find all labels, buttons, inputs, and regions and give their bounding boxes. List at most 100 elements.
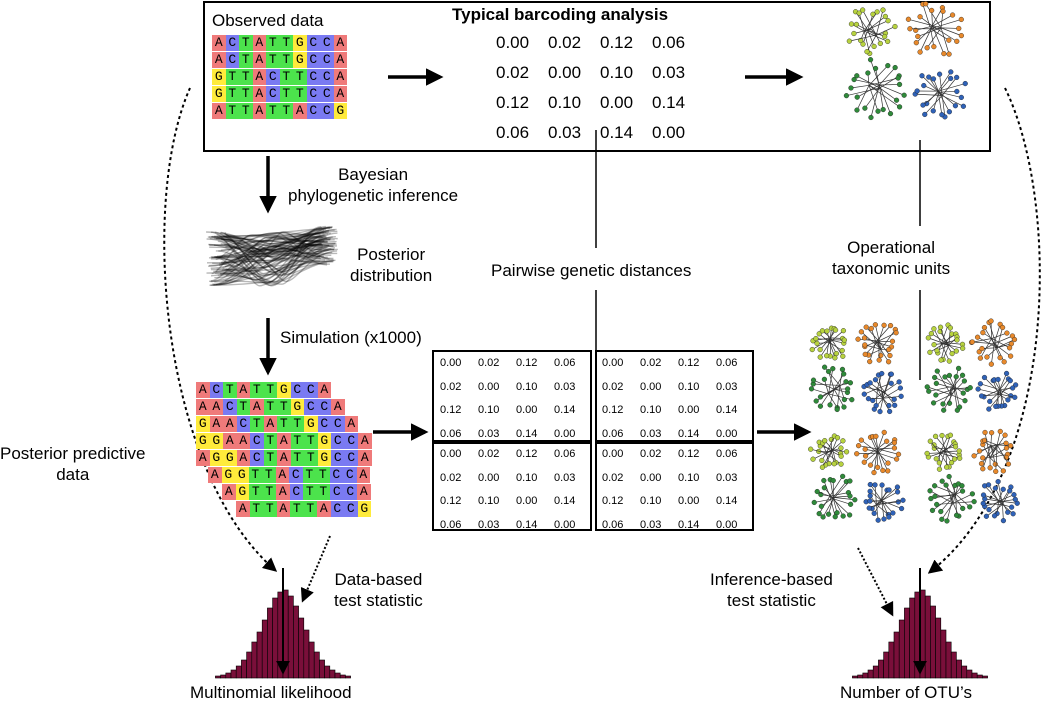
cloud-tree-line [216,234,337,247]
nucleotide-T: T [263,501,277,517]
hist-left-bar [308,641,315,679]
tree-leaf [816,331,822,337]
nucleotide-C: C [289,467,303,483]
tree-leaf [867,462,874,468]
nucleotide-T: T [290,416,304,432]
tree-leaf [898,505,905,512]
tree-leaf [821,477,827,484]
matrix-cell: 0.03 [548,123,582,142]
tree-branch [940,327,946,343]
hist-left-bar [230,669,237,679]
tree-leaf [979,345,985,352]
tree-leaf [947,432,954,438]
tree-branch [825,435,835,454]
cloud-tree-line [218,253,325,266]
nucleotide-A: A [222,484,236,500]
tree-leaf [882,13,888,20]
tree-branch [820,388,835,398]
tree-branch [829,389,835,405]
nucleotide-T: T [293,86,307,102]
tree-leaf [817,403,824,409]
matrix-cell: 0.12 [516,448,538,460]
nucleotide-T: T [250,416,264,432]
tree-leaf [872,65,879,72]
cloud-tree-line [208,228,337,267]
otu-top-blue-tree [912,69,968,120]
tree-leaf [832,355,838,361]
tree-leaf [813,398,819,404]
nucleotide-A: A [333,86,347,102]
tree-branch [928,337,949,346]
nucleotide-T: T [279,69,293,85]
tree-branch [978,388,999,395]
nucleotide-G: G [212,69,226,85]
tree-branch [996,444,1009,465]
otu-sim-1-blue-tree [861,370,904,415]
tree-leaf [813,335,819,342]
matrix-cell: 0.03 [478,427,500,440]
tree-leaf [1005,397,1011,403]
tree-branch [916,28,931,43]
tree-leaf [845,386,851,392]
nucleotide-C: C [266,69,280,85]
cloud-tree-line [213,236,336,273]
tree-branch [825,449,834,466]
tree-leaf [830,477,836,484]
cloud-tree-line [217,236,333,277]
otu-sim-1-orange-tree [855,322,899,365]
cloud-tree-line [210,231,338,287]
tree-leaf [927,438,933,444]
matrix-cell: 0.10 [478,404,500,416]
cloud-tree-line [210,229,330,264]
tree-branch [863,31,871,54]
tree-leaf [867,358,873,365]
tree-leaf [875,464,881,470]
tree-leaf [943,464,950,470]
tree-leaf [982,429,988,436]
tree-leaf [852,497,858,503]
otu-sim-3-yellowgreen-tree [808,433,850,470]
nucleotide-A: A [333,69,347,85]
tree-branch [823,480,831,497]
tree-leaf [884,438,890,444]
tree-leaf [997,355,1003,361]
matrix-cell: 0.02 [548,33,582,52]
nucleotide-A: A [357,484,371,500]
nucleotide-A: A [333,52,347,68]
tree-leaf [985,482,992,488]
nucleotide-C: C [306,52,320,68]
cloud-tree-line [212,238,331,286]
matrix-cell: 0.06 [440,427,462,440]
tree-leaf [830,366,836,372]
nucleotide-C: C [304,382,318,398]
tree-leaf [960,505,966,512]
tree-leaf [936,460,942,466]
tree-branch [829,476,843,497]
nucleotide-C: C [306,69,320,85]
tree-leaf [880,7,886,13]
tree-leaf [851,76,857,83]
tree-leaf [989,430,995,436]
cloud-tree-line [224,232,321,243]
nucleotide-T: T [293,69,307,85]
tree-leaf [871,469,877,476]
tree-leaf [944,518,950,524]
num-otu-label: Number of OTU’s [840,683,972,702]
matrix-cell: 0.10 [548,93,582,112]
cloud-tree-line [223,232,321,257]
cloud-tree-line [208,240,325,259]
matrix-cell: 0.00 [716,427,738,440]
cloud-tree-line [214,231,338,253]
tree-branch [929,490,954,504]
nucleotide-C: C [225,35,239,51]
tree-leaf [887,408,893,415]
nucleotide-A: A [276,484,290,500]
cloud-tree-line [220,233,329,276]
nucleotide-C: C [320,69,334,85]
